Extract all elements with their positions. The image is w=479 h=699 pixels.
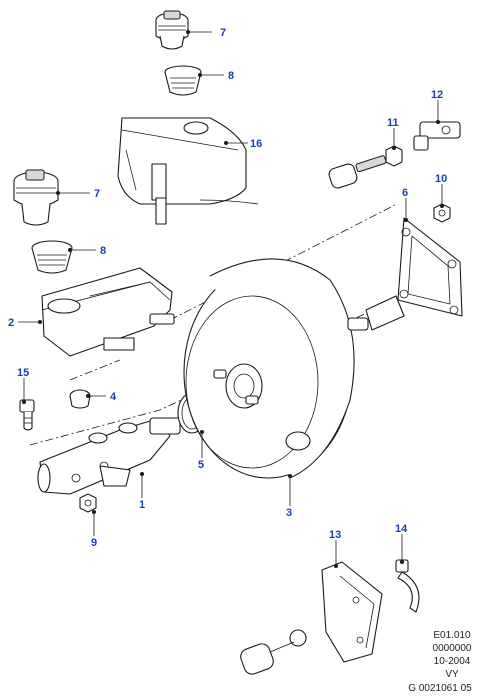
master-cylinder[interactable] — [37, 417, 181, 495]
pedal-bracket[interactable] — [238, 561, 383, 676]
reservoir-cap-lower[interactable] — [13, 169, 59, 226]
callout-labels: 7 8 16 7 8 2 15 4 1 9 5 3 6 10 11 12 13 … — [8, 27, 447, 549]
callout-15[interactable]: 15 — [17, 367, 29, 379]
callout-3[interactable]: 3 — [286, 507, 292, 519]
reservoir-cap-upper[interactable] — [155, 10, 189, 50]
callout-9[interactable]: 9 — [91, 537, 97, 549]
reservoir-strainer-upper[interactable] — [164, 65, 202, 96]
callout-4[interactable]: 4 — [110, 391, 117, 403]
brake-fluid-reservoir-upper[interactable] — [117, 117, 259, 225]
reference-block: E01.010 0000000 10-2004 VY G 0021061 05 — [408, 630, 472, 694]
grommet[interactable] — [69, 389, 91, 409]
reference-line-2: 0000000 — [433, 643, 472, 654]
callout-12[interactable]: 12 — [431, 89, 443, 101]
level-sensor[interactable] — [19, 399, 35, 431]
callout-10[interactable]: 10 — [435, 173, 447, 185]
callout-6[interactable]: 6 — [402, 187, 408, 199]
clevis-nut[interactable] — [328, 145, 403, 190]
callout-14[interactable]: 14 — [395, 523, 408, 535]
callout-7-top[interactable]: 7 — [220, 27, 226, 39]
brake-fluid-reservoir-lower[interactable] — [41, 267, 175, 357]
callout-8-top[interactable]: 8 — [228, 70, 234, 82]
callout-16[interactable]: 16 — [250, 138, 262, 150]
clevis[interactable] — [413, 121, 461, 151]
leaders — [18, 30, 444, 568]
callout-2[interactable]: 2 — [8, 317, 14, 329]
callout-1[interactable]: 1 — [139, 499, 145, 511]
reference-line-3: 10-2004 — [434, 656, 471, 667]
brake-booster[interactable] — [183, 258, 405, 479]
reference-line-4: VY — [445, 669, 459, 680]
callout-8-left[interactable]: 8 — [100, 245, 106, 257]
callout-5[interactable]: 5 — [198, 459, 204, 471]
nut-lower[interactable] — [79, 493, 97, 513]
booster-gasket[interactable] — [397, 217, 463, 317]
reference-line-1: E01.010 — [433, 630, 471, 641]
callout-13[interactable]: 13 — [329, 529, 341, 541]
callout-11[interactable]: 11 — [387, 117, 399, 129]
reservoir-strainer-lower[interactable] — [31, 240, 73, 274]
reference-line-5: G 0021061 05 — [408, 683, 472, 694]
retaining-clip[interactable] — [395, 559, 420, 613]
callout-7-left[interactable]: 7 — [94, 188, 100, 200]
